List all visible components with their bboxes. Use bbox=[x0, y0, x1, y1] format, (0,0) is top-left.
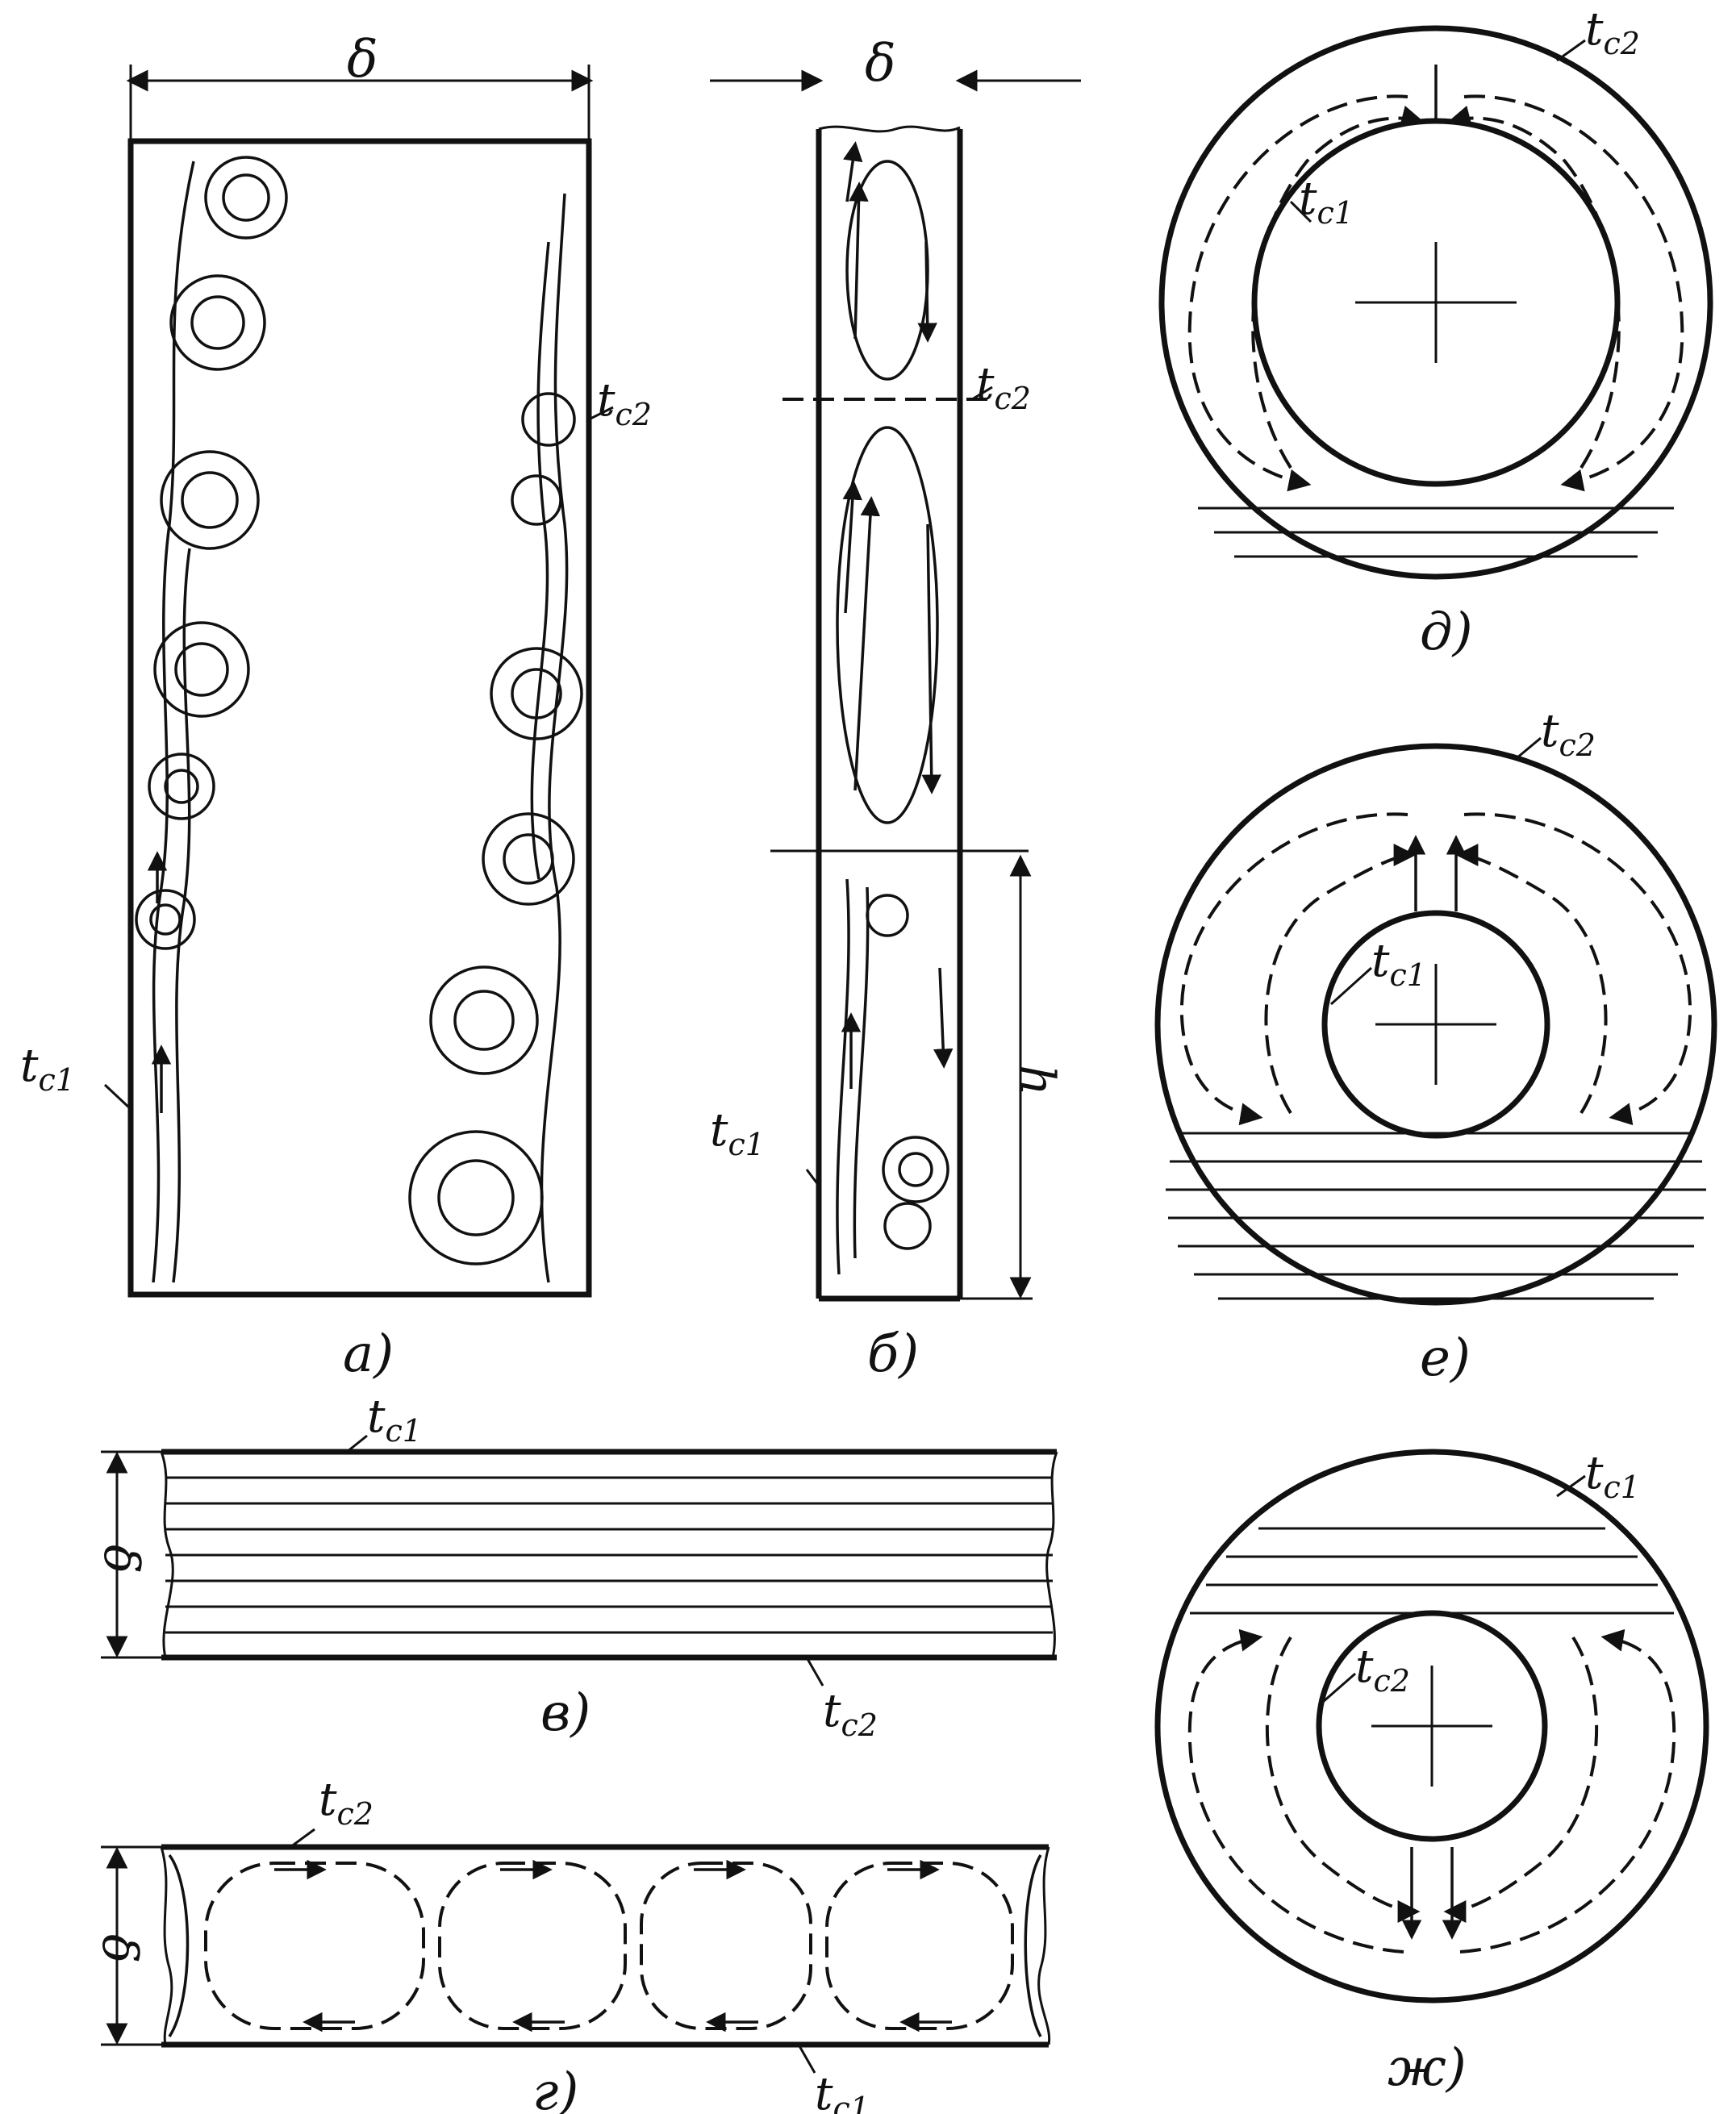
figure-zh-tc2-label: tc2 bbox=[1355, 1641, 1410, 1699]
figure-v-horizontal-heated-top: δ tc1 tc2 в) bbox=[93, 1391, 1058, 1743]
figure-e-circulation bbox=[1179, 812, 1692, 1126]
figure-b-caption: б) bbox=[867, 1324, 919, 1384]
figure-d-caption: д) bbox=[1420, 603, 1473, 662]
figure-d-outer-cylinder bbox=[1158, 25, 1713, 580]
figure-v-stratified-layers bbox=[165, 1476, 1053, 1634]
figure-a-right-vortices bbox=[408, 392, 583, 1265]
figure-zh-tc1-label: tc1 bbox=[1585, 1447, 1640, 1505]
figure-a-tc1-label: tc1 bbox=[20, 1040, 75, 1098]
figure-d-annulus-large-inner: tc1 tc2 д) bbox=[1158, 3, 1713, 662]
figure-g-convection-cells bbox=[168, 1853, 1042, 2037]
figure-g-tc1-label: tc1 bbox=[815, 2068, 870, 2114]
figure-e-inner-cylinder bbox=[1321, 910, 1550, 1139]
figure-a-slot-walls bbox=[127, 138, 592, 1298]
figure-v-delta-label: δ bbox=[93, 1545, 149, 1574]
figure-a-caption: а) bbox=[343, 1324, 394, 1384]
figure-b-cell-lower bbox=[836, 426, 939, 824]
figure-b-break-line bbox=[818, 125, 961, 133]
figure-v-tc2-label: tc2 bbox=[823, 1685, 878, 1743]
figure-b-tc1-label: tc1 bbox=[710, 1104, 765, 1162]
figure-v-caption: в) bbox=[540, 1683, 590, 1743]
figure-b-tc2-label: tc2 bbox=[976, 358, 1031, 416]
figure-e-stratified-bottom bbox=[1166, 1132, 1706, 1300]
figure-b-entrance-region bbox=[836, 878, 954, 1275]
figure-e-caption: е) bbox=[1420, 1328, 1471, 1388]
figure-v-tc1-label: tc1 bbox=[367, 1391, 422, 1449]
figure-b-vertical-narrow-gap: δ h tc2 tc1 б) bbox=[710, 34, 1081, 1384]
figure-d-circulation bbox=[1187, 65, 1684, 492]
figure-e-tc2-label: tc2 bbox=[1541, 705, 1596, 763]
figure-b-h-label: h bbox=[1008, 1065, 1065, 1096]
figure-e-outer-cylinder bbox=[1154, 743, 1717, 1306]
figure-g-delta-label: δ bbox=[91, 1934, 148, 1963]
figure-zh-outer-cylinder bbox=[1154, 1449, 1709, 2004]
figure-e-tc1-label: tc1 bbox=[1371, 935, 1426, 993]
figure-e-annulus-small-inner: tc1 tc2 е) bbox=[1154, 705, 1717, 1388]
figure-a-vertical-wide-gap: δ tc2 tc1 а) bbox=[20, 30, 652, 1384]
figure-a-left-vortices bbox=[135, 156, 288, 1113]
figure-a-right-boundary-flow bbox=[540, 193, 569, 1283]
figure-a-delta-label: δ bbox=[347, 30, 378, 90]
figure-zh-stratified-top bbox=[1190, 1527, 1674, 1615]
figure-g-tc2-label: tc2 bbox=[319, 1774, 373, 1832]
figure-a-tc2-label: tc2 bbox=[597, 374, 652, 432]
figure-d-stratified-bottom bbox=[1198, 507, 1674, 558]
figure-d-tc2-label: tc2 bbox=[1585, 3, 1640, 61]
figure-g-horizontal-heated-bottom: δ tc2 tc1 г) bbox=[91, 1774, 1051, 2114]
figure-zh-circulation bbox=[1187, 1628, 1676, 1953]
figure-zh-caption: ж) bbox=[1388, 2038, 1467, 2098]
figure-zh-annulus-inverted: tc2 tc1 ж) bbox=[1154, 1447, 1709, 2098]
figure-d-tc1-label: tc1 bbox=[1299, 173, 1354, 231]
figure-b-delta-label: δ bbox=[865, 34, 896, 94]
figure-g-caption: г) bbox=[532, 2062, 578, 2114]
figure-a-left-boundary-flow bbox=[152, 161, 195, 1283]
